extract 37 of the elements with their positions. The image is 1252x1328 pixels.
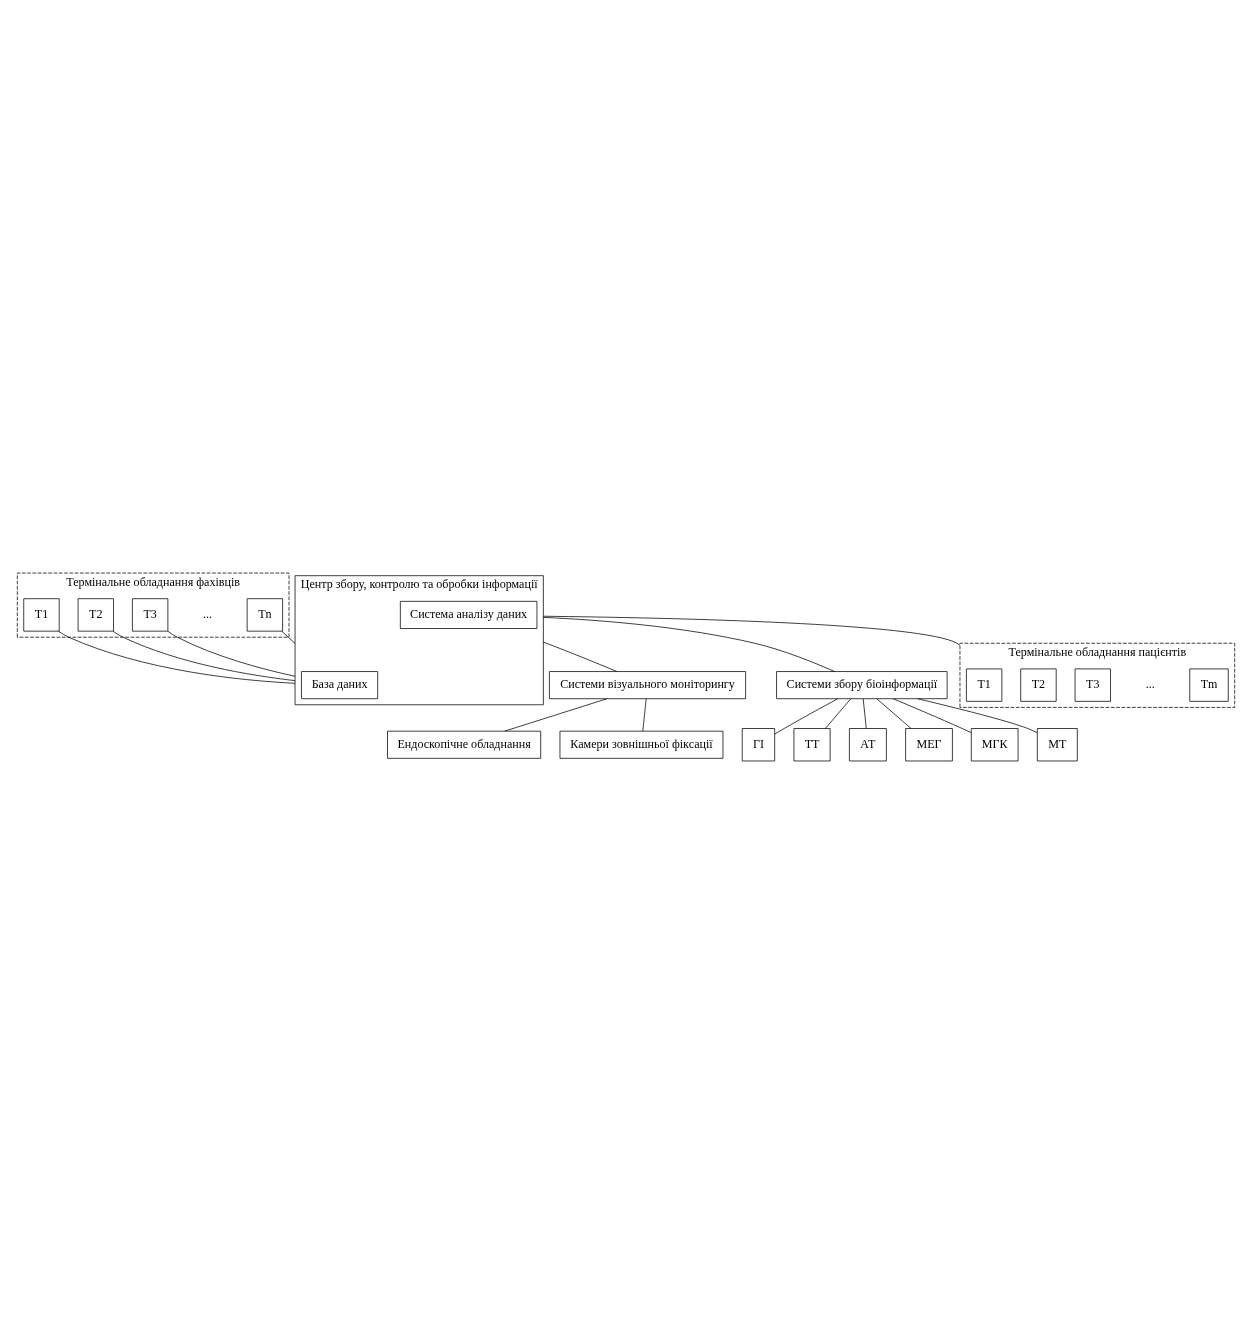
node-box: Tm bbox=[1189, 668, 1229, 702]
label: ... bbox=[202, 606, 213, 621]
connector bbox=[167, 630, 296, 677]
connector bbox=[112, 630, 296, 681]
connector bbox=[862, 698, 867, 729]
node-box: Система аналізу даних bbox=[399, 601, 538, 629]
node-box: МТ bbox=[1036, 728, 1078, 762]
connector bbox=[543, 615, 961, 646]
node-box: МЕГ bbox=[905, 728, 953, 762]
node-box: T2 bbox=[1020, 668, 1057, 702]
node-box: ТТ bbox=[793, 728, 831, 762]
connector bbox=[543, 617, 835, 672]
connector bbox=[876, 698, 912, 729]
node-box: Ендоскопічне обладнання bbox=[387, 730, 542, 759]
node-box: T2 bbox=[77, 598, 114, 632]
connector bbox=[825, 698, 852, 729]
node-box: T1 bbox=[966, 668, 1003, 702]
node-box: T3 bbox=[1074, 668, 1111, 702]
connector bbox=[58, 630, 296, 684]
connector bbox=[774, 698, 838, 735]
label: ... bbox=[1145, 677, 1155, 691]
node-box: Системи збору біоінформації bbox=[776, 671, 948, 700]
node-box: ГІ bbox=[741, 728, 776, 762]
node-box: МГК bbox=[970, 728, 1019, 762]
connector bbox=[892, 698, 972, 733]
node-box: Tn bbox=[246, 598, 283, 632]
node-box: База даних bbox=[301, 671, 379, 700]
connector bbox=[504, 698, 608, 732]
connector bbox=[281, 630, 296, 644]
node-box: Системи візуального моніторингу bbox=[549, 671, 746, 700]
node-box: T1 bbox=[23, 598, 60, 632]
connector bbox=[917, 698, 1038, 733]
node-box: T3 bbox=[132, 598, 169, 632]
connector bbox=[642, 698, 647, 732]
node-box: Камери зовнішньої фіксації bbox=[559, 730, 724, 759]
node-box: АТ bbox=[849, 728, 887, 762]
connector bbox=[543, 641, 618, 672]
